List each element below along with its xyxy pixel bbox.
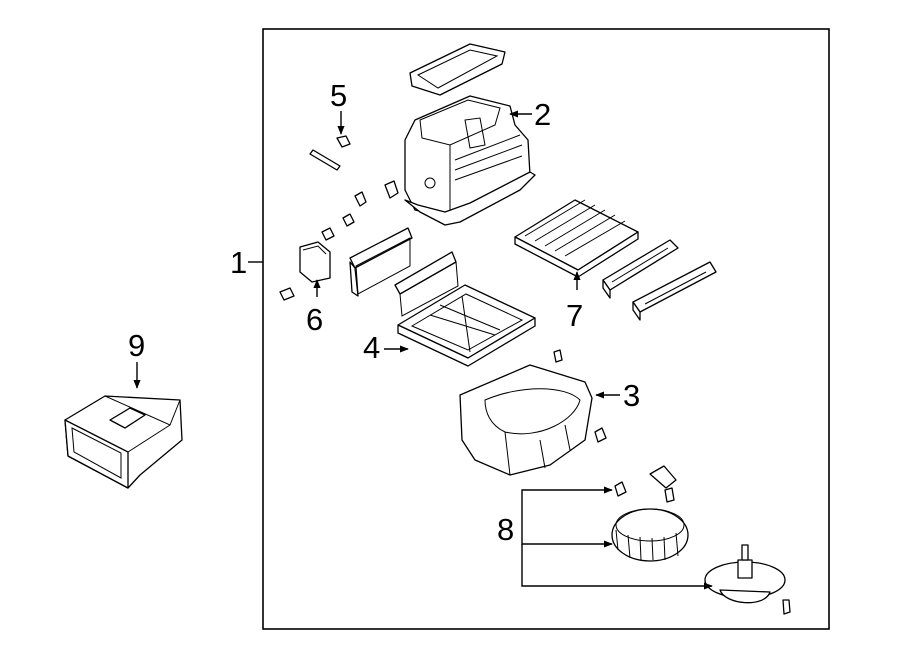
callout-9-label: 9 xyxy=(128,328,145,363)
callout-5-label: 5 xyxy=(330,78,347,113)
callout-9[interactable]: 9 xyxy=(128,328,145,389)
callout-4-label: 4 xyxy=(363,330,380,365)
callout-2-label: 2 xyxy=(534,97,551,132)
part-2-case-upper[interactable] xyxy=(404,43,536,226)
callout-3-label: 3 xyxy=(623,378,640,413)
assembly-frame xyxy=(262,28,830,630)
filter-housings-right xyxy=(602,239,717,321)
callout-8-arrow-a xyxy=(521,486,613,530)
callout-4[interactable]: 4 xyxy=(363,330,409,365)
callout-8-arrow-c xyxy=(521,544,713,590)
callout-1-label: 1 xyxy=(230,245,247,280)
small-fasteners xyxy=(279,180,399,301)
callout-8-arrow-b xyxy=(521,530,613,548)
callout-7[interactable]: 7 xyxy=(566,271,583,333)
part-6-actuator[interactable] xyxy=(299,241,331,283)
callout-5[interactable]: 5 xyxy=(330,78,347,135)
callout-3[interactable]: 3 xyxy=(595,378,640,413)
callout-7-label: 7 xyxy=(566,298,583,333)
callout-1[interactable]: 1 xyxy=(230,245,263,280)
part-8-blower-motor[interactable] xyxy=(611,465,791,615)
filter-panels-left xyxy=(349,227,459,317)
callout-8[interactable]: 8 xyxy=(497,486,713,590)
part-3-blower-case[interactable] xyxy=(459,349,607,476)
part-9-duct[interactable] xyxy=(64,395,183,489)
callout-6-label: 6 xyxy=(306,302,323,337)
callout-6[interactable]: 6 xyxy=(306,279,323,337)
callout-8-label: 8 xyxy=(497,512,514,547)
part-5-clip[interactable] xyxy=(309,135,351,171)
part-4-filter-frame[interactable] xyxy=(397,284,536,367)
callout-2[interactable]: 2 xyxy=(509,97,551,132)
part-7-cabin-filter[interactable] xyxy=(514,199,639,278)
